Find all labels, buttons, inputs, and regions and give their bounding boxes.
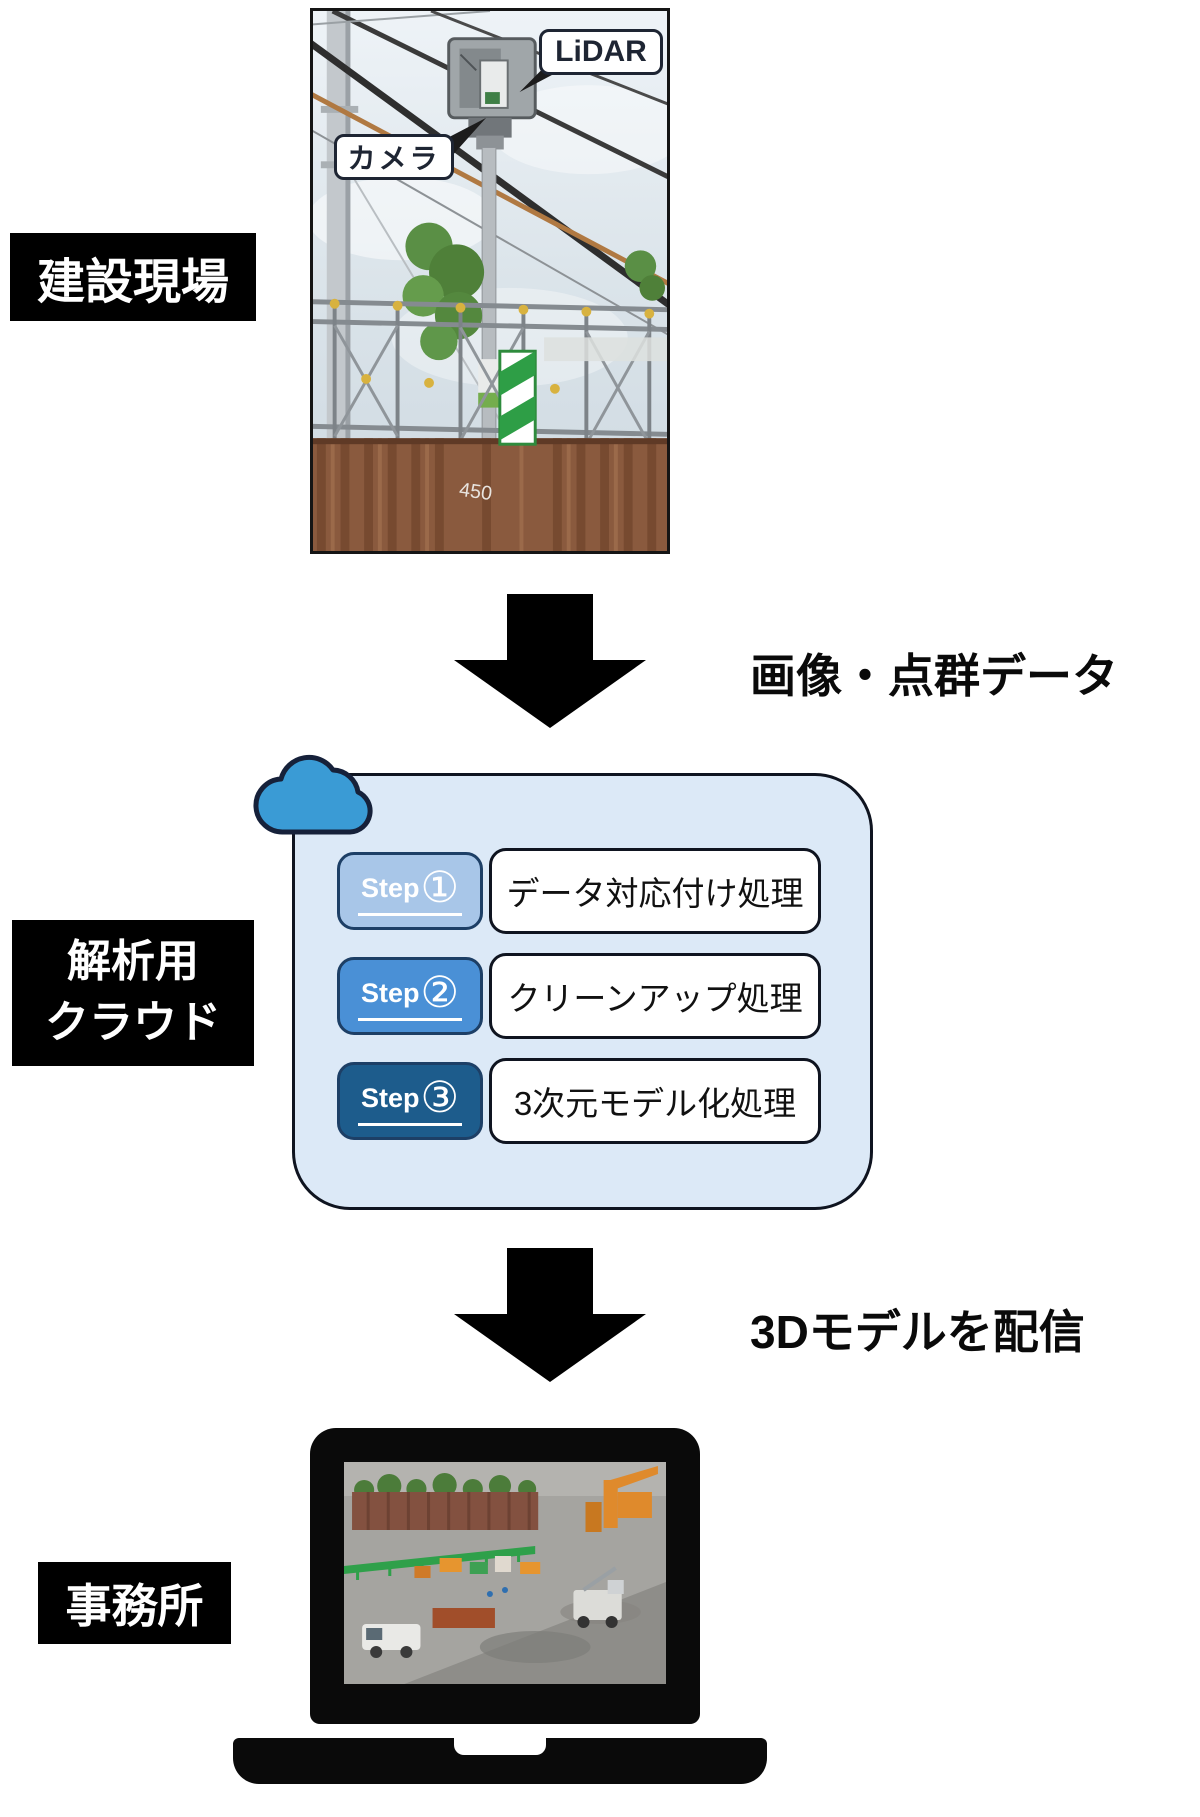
step-3-word: Step [360,1082,420,1113]
step-1-number: ① [420,863,460,912]
step-3-text: Step ③ [357,1073,463,1126]
lidar-device [447,37,537,120]
construction-site-label: 建設現場 [10,233,256,321]
laptop-icon [310,1428,700,1724]
step-row-1: Step ① データ対応付け処理 [337,848,827,934]
analysis-cloud-label: 解析用 クラウド [12,920,254,1066]
laptop-notch [454,1738,546,1755]
camera-callout: カメラ [334,134,454,180]
step-2-word: Step [360,977,420,1008]
step-row-3: Step ③ 3次元モデル化処理 [337,1058,827,1144]
construction-site-photo: 450 LiDAR カメラ [310,8,670,554]
step-row-2: Step ② クリーンアップ処理 [337,953,827,1039]
step-2-number: ② [420,968,460,1017]
safety-sign [498,349,537,446]
step-1-button: Step ① [337,852,483,930]
lidar-callout-label: LiDAR [555,35,647,68]
step-2-label: クリーンアップ処理 [489,953,821,1039]
office-label: 事務所 [38,1562,231,1644]
step-3-button: Step ③ [337,1062,483,1140]
wall-marking: 450 [458,479,494,505]
cloud-icon [253,754,373,835]
flow-label-deliver-3d-model: 3Dモデルを配信 [750,1306,1085,1358]
site-photo-scene: 450 [313,11,667,551]
lidar-callout: LiDAR [539,29,663,75]
step-1-text: Step ① [357,863,463,916]
laptop-base [233,1738,767,1784]
step-3-number: ③ [420,1073,460,1122]
step-1-label: データ対応付け処理 [489,848,821,934]
step-1-word: Step [360,872,420,903]
sheet-pile-wall: 450 [313,438,667,551]
flow-label-image-pointcloud: 画像・点群データ [750,650,1118,702]
3d-model-scene [344,1462,666,1684]
step-3-label: 3次元モデル化処理 [489,1058,821,1144]
camera-callout-label: カメラ [347,143,441,174]
laptop-screen-image [344,1462,666,1684]
analysis-cloud-label-line2: クラウド [45,998,221,1047]
down-arrow-icon [454,594,646,728]
down-arrow-icon [454,1248,646,1382]
step-2-button: Step ② [337,957,483,1035]
step-2-text: Step ② [357,968,463,1021]
analysis-cloud-label-line1: 解析用 [67,937,199,987]
